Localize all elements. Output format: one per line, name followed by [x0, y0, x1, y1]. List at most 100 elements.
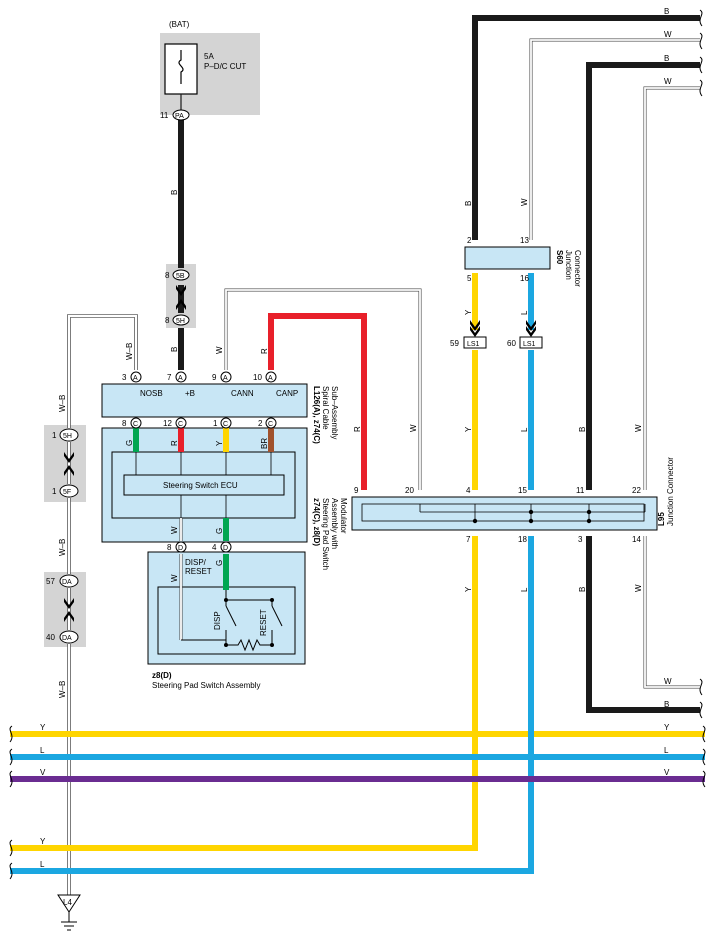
5h-left-id: 5H: [63, 433, 72, 440]
wire-label-y: Y: [215, 440, 224, 446]
5h-id: 5H: [176, 318, 185, 325]
ls1b-id: LS1: [523, 341, 536, 348]
wire-label-w: W: [520, 198, 529, 206]
disp-reset-label-2: RESET: [185, 567, 212, 576]
wire-label-w: W: [170, 574, 179, 582]
l95-pin-22: 22: [632, 486, 641, 495]
wire-label-b: B: [664, 7, 669, 16]
spiral-pin-8: 8: [122, 419, 127, 428]
spiral-conn-c: C: [223, 421, 228, 428]
spiral-pin-9: 9: [212, 373, 217, 382]
pad-sw-ref: z8(D): [152, 671, 172, 680]
wire-label-y: Y: [464, 426, 473, 432]
wire-label-y: Y: [664, 723, 670, 732]
l95-pin-7: 7: [466, 535, 471, 544]
junction-dot: [472, 518, 478, 524]
l95-inner-line: [361, 503, 645, 522]
wire-label-b: B: [170, 190, 179, 195]
pad-sw-name: Steering Pad Switch Assembly: [152, 681, 261, 690]
da1-id: DA: [62, 579, 72, 586]
spiral-pin-10: 10: [253, 373, 262, 382]
pa-pin-number: 11: [160, 111, 169, 120]
wire-y-l95-7-down: [10, 536, 478, 851]
wire-label-r: R: [260, 348, 269, 354]
canp-label: CANP: [276, 389, 298, 398]
5h-left-pin-number: 1: [52, 431, 57, 440]
ground-icon: [57, 894, 81, 931]
pad-pin-4: 4: [212, 543, 217, 552]
wire-label-wb: W–B: [58, 539, 67, 556]
5b-pin-number: 8: [165, 271, 170, 280]
l95-ref: L95: [657, 512, 666, 526]
wire-label-y: Y: [40, 723, 46, 732]
wire-label-l: L: [520, 587, 529, 592]
switch-node: [224, 643, 228, 647]
junction-dot: [586, 518, 592, 524]
junction-dot: [586, 509, 592, 515]
l95-pin-20: 20: [405, 486, 414, 495]
pa-connector-id: PA: [175, 113, 184, 120]
wire-label-w: W: [170, 526, 179, 534]
ecu-label: Steering Switch ECU: [163, 481, 238, 490]
da2-pin-number: 40: [46, 633, 55, 642]
switch-node: [224, 598, 228, 602]
l95-pin-14: 14: [632, 535, 641, 544]
wire-w-cann-to-l95-20: [224, 288, 422, 490]
pad-pin-8: 8: [167, 543, 172, 552]
wire-label-b: B: [464, 201, 473, 206]
5f-id: 5F: [63, 489, 71, 496]
wire-label-wb: W–B: [125, 343, 134, 360]
wire-label-g: G: [215, 560, 224, 566]
5b-id: 5B: [176, 273, 185, 280]
wire-r-canp-to-l95-9: [268, 313, 367, 490]
s60-name-1: Junction: [564, 250, 573, 280]
da1-pin-number: 57: [46, 577, 55, 586]
pad-mod-ref: z74(C), z8(D): [312, 498, 321, 546]
wire-label-b: B: [170, 347, 179, 352]
spiral-conn-a: A: [268, 375, 273, 382]
wire-label-l: L: [520, 427, 529, 432]
s60-ref: S60: [555, 250, 564, 265]
pad-conn-d: D: [178, 545, 183, 552]
wire-label-b: B: [664, 700, 669, 709]
fuse-source-label: (BAT): [169, 20, 190, 29]
wire-b-to-l95: [586, 62, 700, 490]
l95-pin-15: 15: [518, 486, 527, 495]
nosb-label: NOSB: [140, 389, 163, 398]
s60-name-2: Connector: [573, 250, 582, 287]
fuse-rating-label: 5A: [204, 52, 214, 61]
l95-pin-11: 11: [576, 486, 585, 495]
da2-id: DA: [62, 635, 72, 642]
wire-label-wb: W–B: [58, 395, 67, 412]
wire-label-l: L: [40, 746, 45, 755]
break-marks: [9, 9, 706, 880]
wire-w-l95-14: [643, 536, 700, 689]
wire-w-l95-22: [643, 86, 700, 490]
wire-label-w: W: [664, 77, 672, 86]
spiral-name-2: Sub–Assembly: [330, 386, 339, 439]
spiral-cable-box: [101, 383, 308, 418]
ls1-connector-a: [463, 336, 487, 349]
spiral-conn-a: A: [223, 375, 228, 382]
l95-pin-18: 18: [518, 535, 527, 544]
wire-label-wb: W–B: [58, 681, 67, 698]
plus-b-label: +B: [185, 389, 195, 398]
pin-circles: [59, 109, 277, 644]
wire-label-w: W: [664, 677, 672, 686]
wire-label-r: R: [170, 440, 179, 446]
spiral-conn-c: C: [178, 421, 183, 428]
wire-label-y: Y: [40, 837, 46, 846]
wire-label-l: L: [520, 310, 529, 315]
fuse-name-label: P–D/C CUT: [204, 62, 246, 71]
5h-pin-number: 8: [165, 316, 170, 325]
pad-mod-name-2: Assembly with: [330, 498, 339, 549]
wire-label-br: BR: [260, 438, 269, 449]
wire-label-w: W: [409, 424, 418, 432]
wire-label-w: W: [634, 424, 643, 432]
modulator-inner-frame: [111, 451, 296, 519]
wire-label-r: R: [353, 426, 362, 432]
wire-wb-ground: [67, 314, 138, 895]
s60-pin-16: 16: [520, 274, 529, 283]
spiral-pin-1: 1: [213, 419, 218, 428]
wire-label-y: Y: [464, 309, 473, 315]
